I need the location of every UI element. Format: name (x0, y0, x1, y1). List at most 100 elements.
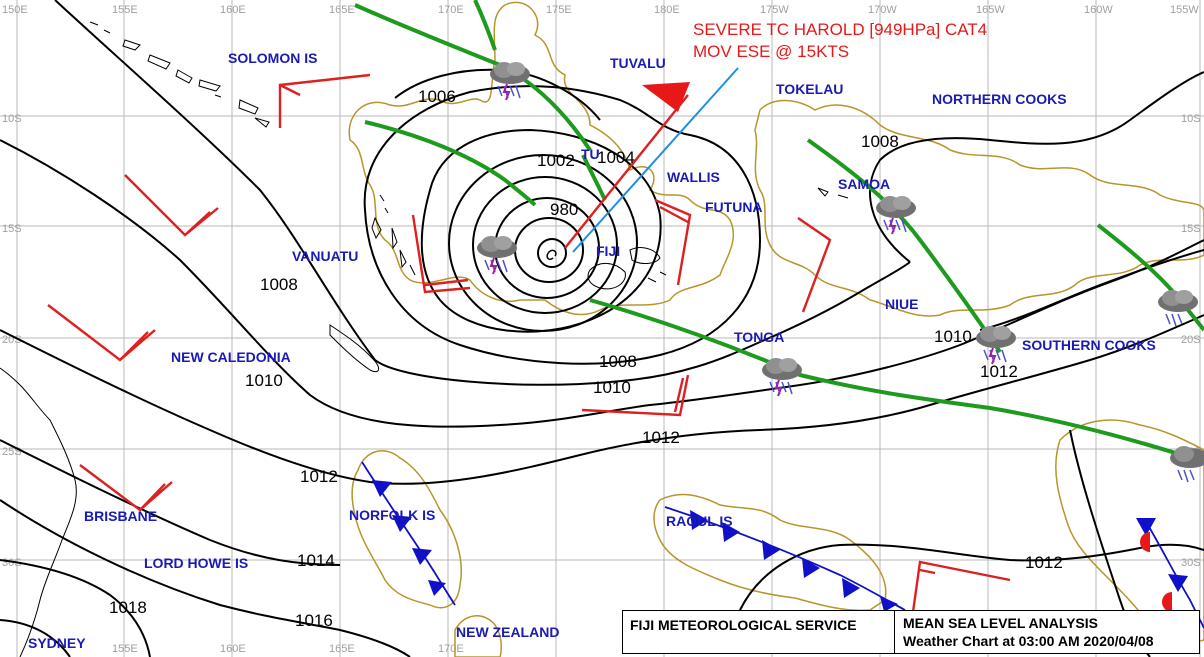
isobar (472, 176, 618, 314)
isobar-label: 1008 (599, 352, 637, 371)
thunderstorm-icon (762, 358, 802, 397)
lon-label: 165W (976, 4, 1005, 16)
trough-line (364, 120, 537, 207)
thunderstorm-icon (477, 236, 517, 275)
cloud-area (454, 615, 502, 657)
place-label: SOLOMON IS (228, 50, 317, 66)
fiji-islands (587, 247, 667, 290)
warning-flag-icon (642, 82, 690, 112)
isobar (869, 71, 1204, 263)
lat-label: 15S (2, 223, 22, 235)
isobar-label: 1008 (260, 275, 298, 294)
warning-line-2: MOV ESE @ 15KTS (693, 42, 849, 61)
place-label: SYDNEY (28, 635, 86, 651)
latitude-labels: 10S 15S 20S 25S 30S 10S 15S 20S 25S 30S (2, 113, 1201, 569)
cold-front-triangle-icon (722, 522, 740, 542)
cold-front-triangle-icon (880, 596, 898, 612)
place-label: VANUATU (292, 248, 358, 264)
place-label: TU (581, 146, 600, 162)
thunderstorm-icon (876, 196, 916, 235)
isobar-label: 980 (550, 200, 578, 219)
isobar (420, 128, 662, 333)
wind-barb-icon (47, 304, 156, 362)
cyclone-center-icon (546, 249, 557, 261)
chart-subtitle: Weather Chart at 03:00 AM 2020/04/08 (903, 633, 1154, 649)
trough-line (581, 154, 607, 201)
place-label: NEW CALEDONIA (171, 349, 291, 365)
cold-front-triangle-icon (412, 548, 432, 565)
wind-barb-icon (911, 560, 1011, 613)
cold-front-triangle-icon (842, 578, 860, 598)
thunderstorm-icons (477, 62, 1204, 483)
wind-barb-icon (654, 198, 692, 286)
place-label: SAMOA (838, 176, 890, 192)
isobar (799, 239, 1204, 386)
place-labels: SOLOMON IS TUVALU TOKELAU NORTHERN COOKS… (28, 50, 1156, 651)
isobar-label: 1004 (597, 148, 635, 167)
wind-barb-icon (797, 217, 832, 313)
place-label: WALLIS (667, 169, 720, 185)
lon-label: 165E (329, 4, 355, 16)
isobar (979, 249, 1204, 331)
wind-barb-icon (411, 214, 471, 294)
warm-front-semicircle-icon (1140, 532, 1150, 552)
isobar (0, 559, 151, 657)
thunderstorm-icon (976, 326, 1016, 365)
isobar-labels: 1006 1002 1004 980 1008 1010 1008 1010 1… (109, 87, 1063, 630)
cold-front-triangle-icon (372, 480, 392, 497)
wind-barb-icon (278, 73, 371, 128)
lon-label: 155W (1170, 4, 1199, 16)
lon-label: 170W (868, 4, 897, 16)
place-label: TONGA (734, 329, 784, 345)
isobar-label: 1010 (593, 378, 631, 397)
lon-label: 160W (1084, 4, 1113, 16)
trough-line (589, 298, 1204, 464)
trough-line (806, 138, 1002, 354)
wind-barb-icon (124, 174, 219, 237)
isobar (0, 619, 71, 657)
isobar-label: 1012 (300, 467, 338, 486)
longitude-labels-bottom: 155E 160E 165E 170E (112, 643, 464, 655)
isobar-label: 1016 (295, 611, 333, 630)
cold-front-triangle-icon (428, 580, 446, 596)
cyclone-forecast-line (572, 67, 739, 253)
cloud-area (348, 1, 735, 316)
wind-barbs (47, 67, 1011, 613)
place-label: NORFOLK IS (349, 507, 435, 523)
place-label: TOKELAU (776, 81, 843, 97)
place-label: LORD HOWE IS (144, 555, 248, 571)
place-label: NIUE (885, 296, 918, 312)
isobar-label: 1014 (297, 551, 335, 570)
isobar (514, 217, 584, 283)
isobar (363, 85, 762, 365)
lat-label: 20S (1181, 334, 1201, 346)
isobar-label: 1018 (109, 598, 147, 617)
info-box: FIJI METEOROLOGICAL SERVICE MEAN SEA LEV… (622, 610, 1200, 654)
org-name: FIJI METEOROLOGICAL SERVICE (623, 611, 895, 653)
lon-label: 175E (546, 4, 572, 16)
vanuatu-islands (371, 194, 416, 276)
cold-front-triangle-icon (690, 510, 708, 530)
lon-label: 155E (112, 4, 138, 16)
lon-label: 175W (760, 4, 789, 16)
lat-label: 10S (2, 113, 22, 125)
isobar-label: 1010 (245, 371, 283, 390)
cold-front-triangle-icon (1168, 574, 1188, 592)
lon-label: 155E (112, 643, 138, 655)
isobar (0, 439, 341, 566)
solomon-islands (89, 21, 270, 128)
place-label: NEW ZEALAND (456, 624, 559, 640)
lat-label: 10S (1181, 113, 1201, 125)
cyclone-warning: SEVERE TC HAROLD [949HPa] CAT4 MOV ESE @… (693, 20, 987, 61)
lat-label: 15S (1181, 223, 1201, 235)
chart-title-block: MEAN SEA LEVEL ANALYSIS Weather Chart at… (897, 611, 1154, 650)
longitude-labels-top: 150E 155E 160E 165E 170E 175E 180E 175W … (2, 4, 1199, 16)
isobar (537, 238, 567, 268)
warning-line-1: SEVERE TC HAROLD [949HPa] CAT4 (693, 20, 987, 39)
lon-label: 150E (2, 4, 28, 16)
isobar-label: 1012 (1025, 553, 1063, 572)
wind-barb-icon (581, 374, 690, 417)
